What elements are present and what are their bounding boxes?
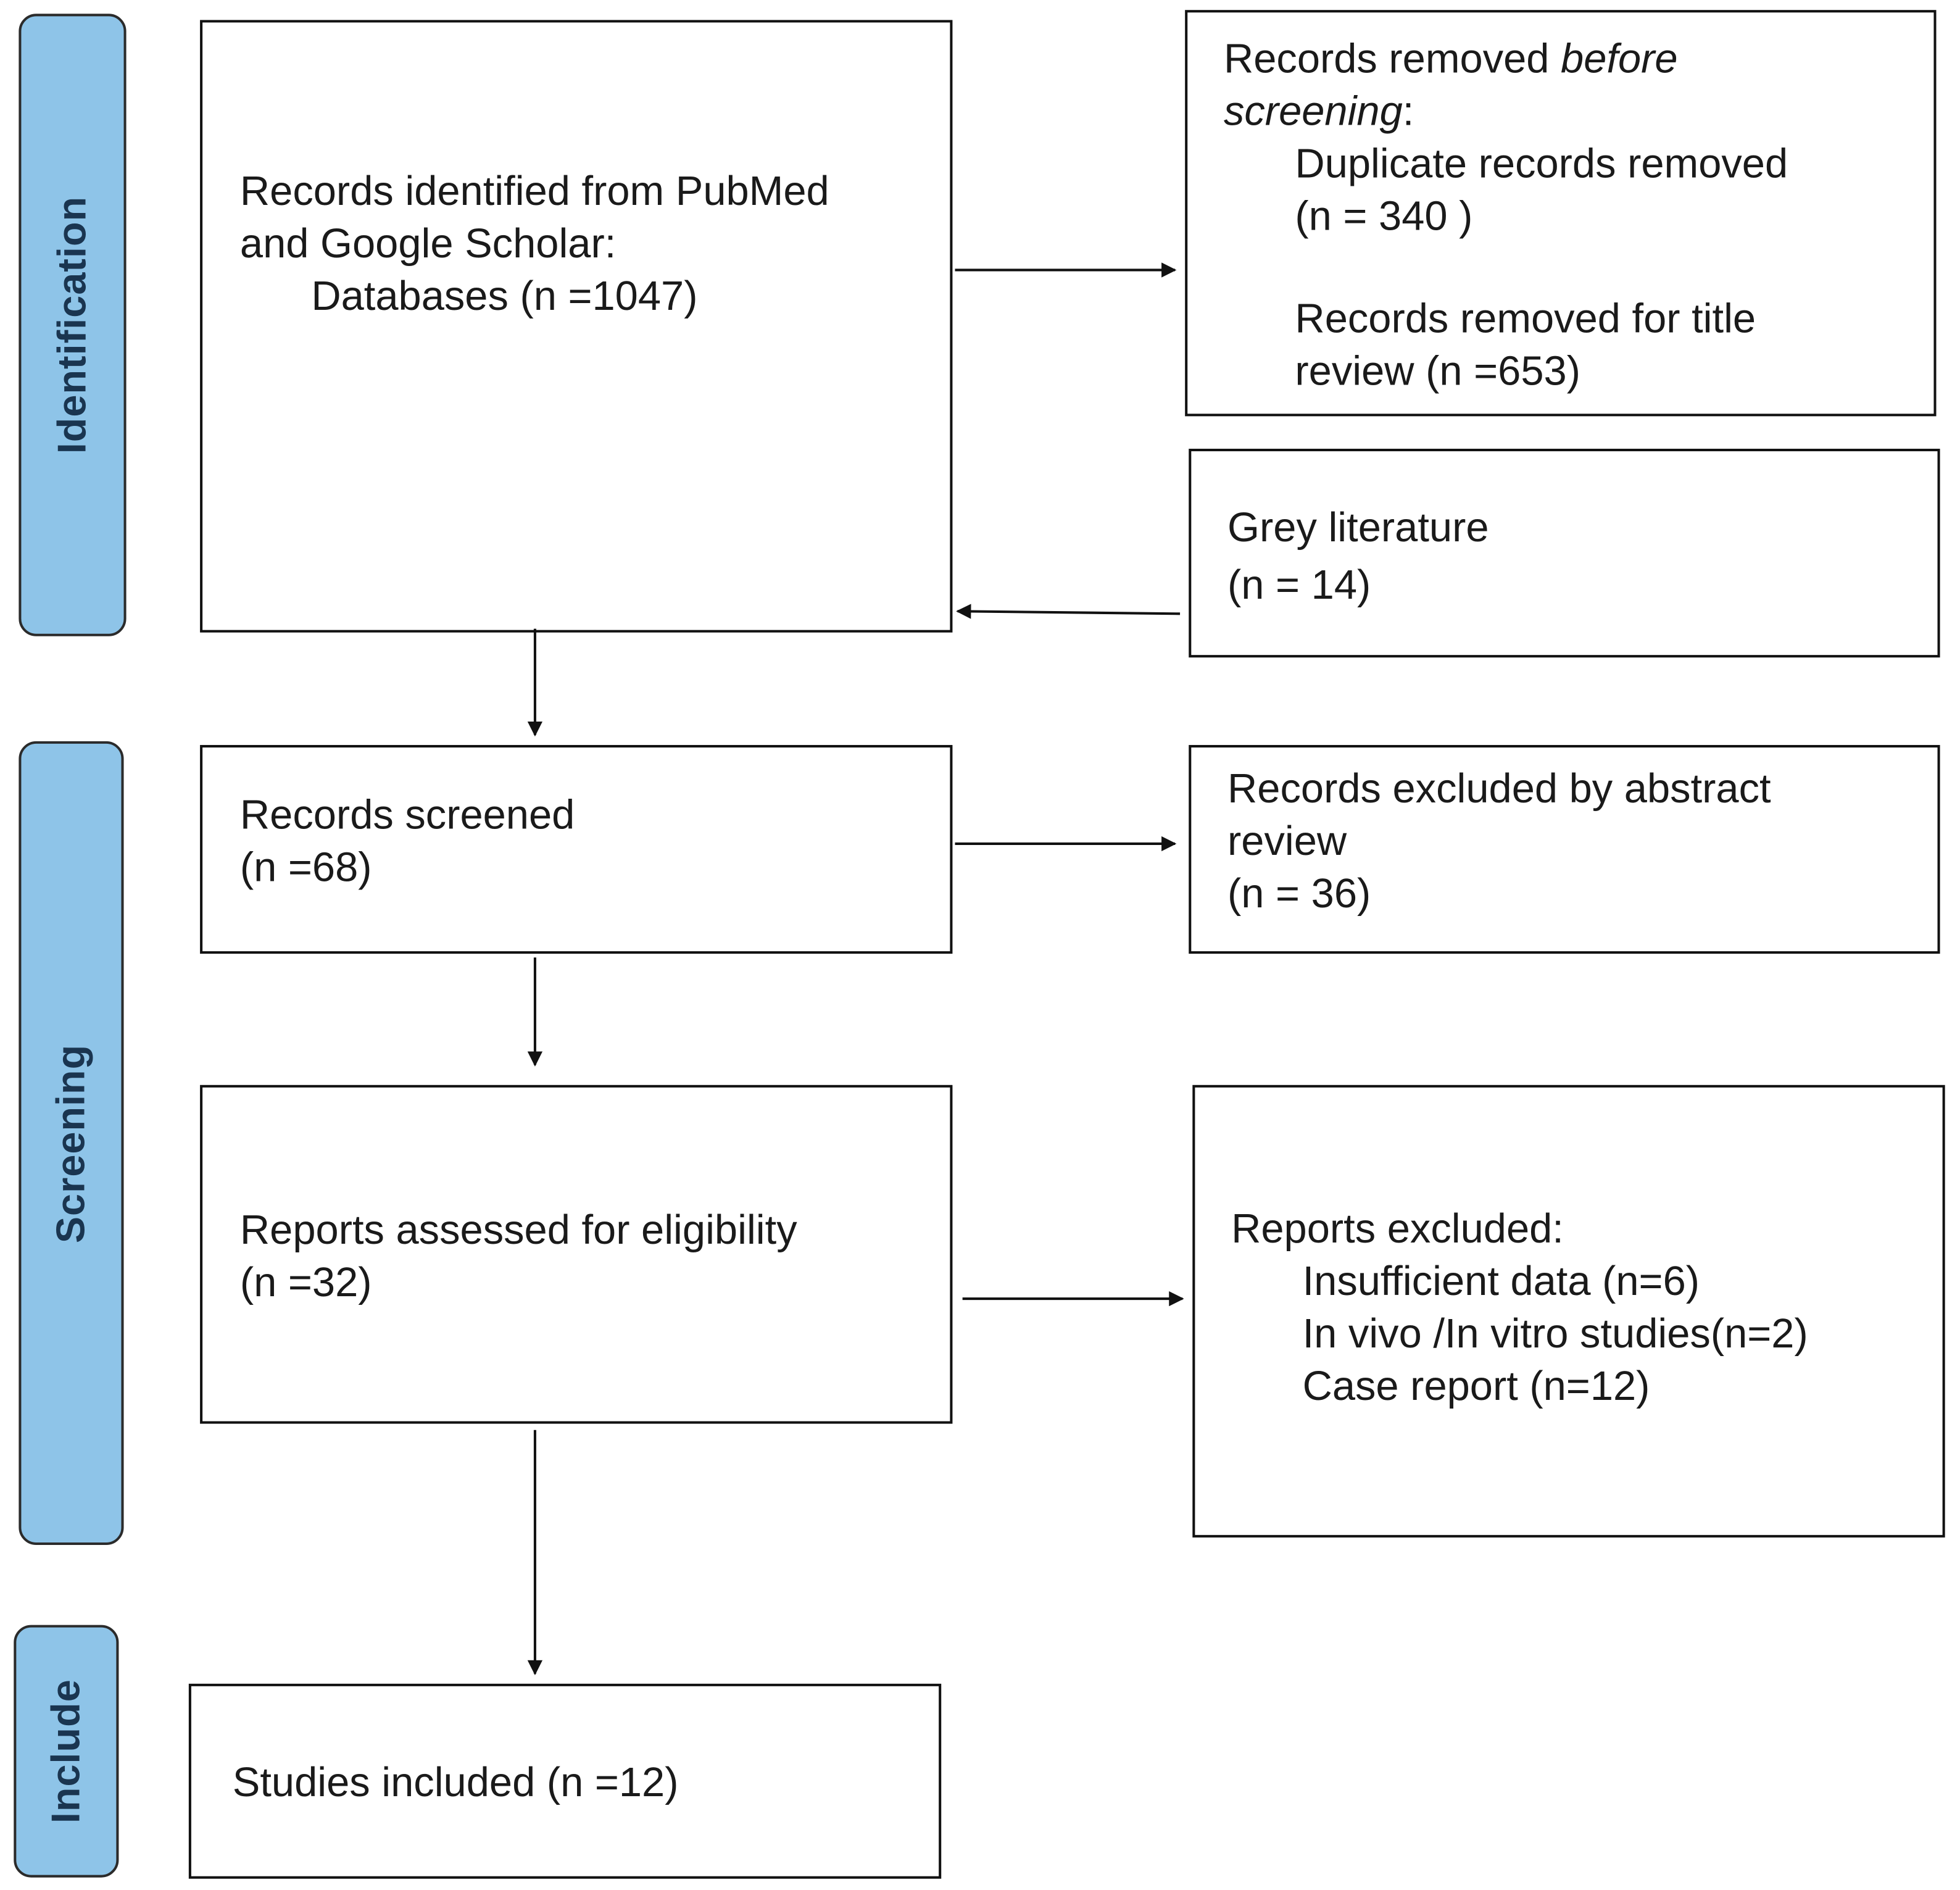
reports-assessed-count: (n =32) [239,1259,372,1305]
records-removed-heading-before: before [1561,35,1678,81]
records-identified-databases: Databases (n =1047) [311,272,698,319]
phase-include: Include [14,1625,119,1878]
records-excluded-abstract-line1: Records excluded by abstract [1227,765,1771,812]
phase-identification: Identification [19,14,127,636]
grey-literature-count: (n = 14) [1227,561,1371,608]
reports-excluded-box: Reports excluded: Insufficient data (n=6… [1192,1084,1945,1538]
duplicates-removed-count: (n = 340 ) [1295,192,1473,239]
reports-excluded-case-report: Case report (n=12) [1302,1362,1650,1409]
reports-assessed-label: Reports assessed for eligibility [239,1206,797,1253]
studies-included-label: Studies included (n =12) [232,1759,679,1805]
records-removed-heading-screening: screening [1223,87,1403,134]
records-removed-box: Records removed before screening: Duplic… [1185,10,1937,417]
records-screened-count: (n =68) [239,843,372,890]
phase-screening: Screening [19,741,124,1546]
reports-assessed-box: Reports assessed for eligibility (n =32) [200,1084,953,1424]
records-excluded-abstract-box: Records excluded by abstract review (n =… [1189,744,1940,954]
duplicates-removed-label: Duplicate records removed [1295,139,1788,186]
records-excluded-abstract-line2: review [1227,817,1347,864]
records-identified-line1: Records identified from PubMed [239,167,829,214]
grey-literature-box: Grey literature (n = 14) [1189,449,1940,658]
records-removed-heading-colon: : [1402,87,1414,134]
reports-excluded-in-vivo-in-vitro: In vivo /In vitro studies(n=2) [1302,1310,1808,1357]
records-screened-box: Records screened (n =68) [200,744,953,954]
records-excluded-abstract-count: (n = 36) [1227,870,1371,917]
title-review-removed-label: Records removed for title [1295,294,1756,341]
records-removed-heading-text: Records removed [1223,35,1561,81]
records-screened-label: Records screened [239,791,575,838]
arrow-grey-to-identified [956,604,1181,619]
reports-excluded-insufficient-data: Insufficient data (n=6) [1302,1257,1700,1304]
records-identified-line2: and Google Scholar: [239,220,617,267]
records-removed-heading-cont: screening: [1224,85,1933,138]
reports-excluded-heading: Reports excluded: [1231,1205,1564,1252]
title-review-removed-count: review (n =653) [1295,347,1580,394]
grey-literature-label: Grey literature [1227,504,1489,551]
records-identified-box: Records identified from PubMed and Googl… [200,20,953,633]
records-removed-heading: Records removed before [1224,33,1933,85]
studies-included-box: Studies included (n =12) [188,1683,942,1879]
